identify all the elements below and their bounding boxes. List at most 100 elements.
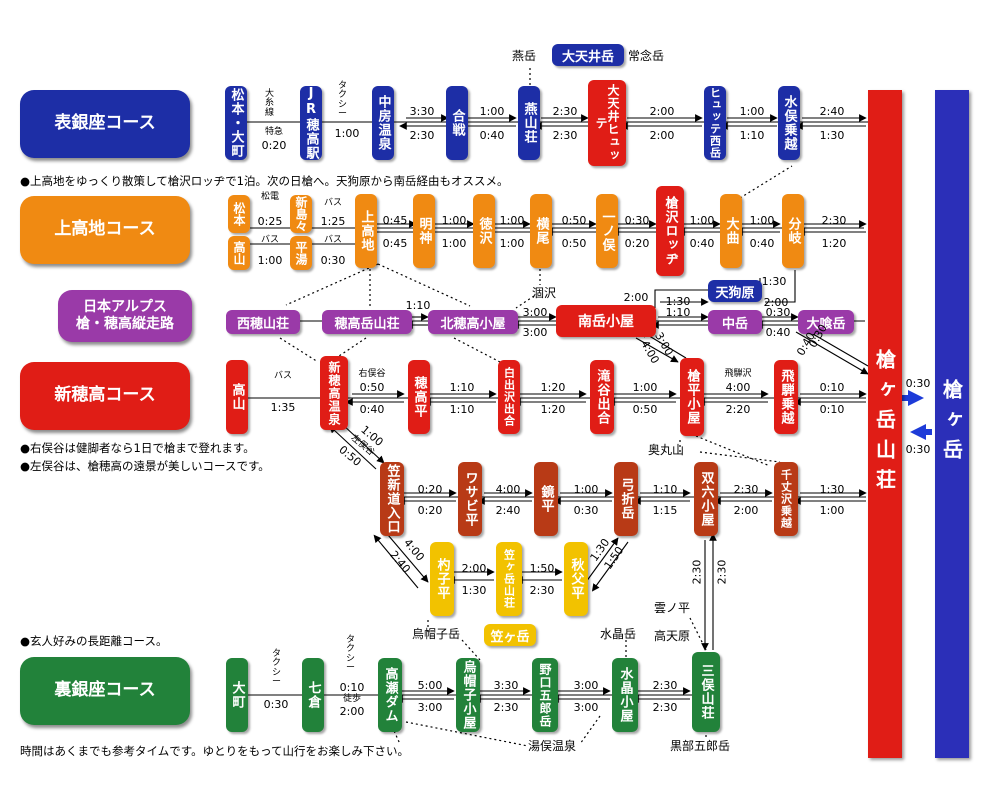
station-k-tokusawa[interactable]: 徳沢 <box>473 194 495 268</box>
time-k7a: 0:30 <box>624 214 650 227</box>
station-u-suisho-hut[interactable]: 水晶小屋 <box>612 658 638 732</box>
time-o3a: 3:30 <box>409 105 435 118</box>
station-k-yarisawa-lodge[interactable]: 槍沢ロッヂ <box>656 186 684 276</box>
station-u-takase-dam[interactable]: 高瀬ダム <box>378 658 402 732</box>
station-r-wasabidaira[interactable]: ワサビ平 <box>458 462 482 536</box>
time-r5a: 2:30 <box>733 483 759 496</box>
yarigatake-sanso-bar[interactable]: 槍ヶ岳山荘 <box>868 90 902 758</box>
station-r-shakushidaira[interactable]: 杓子平 <box>430 542 454 616</box>
station-r-kagamidaira[interactable]: 鏡平 <box>534 462 558 536</box>
course-alps-traverse[interactable]: 日本アルプス 槍・穂高縦走路 <box>58 290 192 342</box>
station-r-sugoroku-hut[interactable]: 双六小屋 <box>694 462 718 536</box>
time-o4b: 0:40 <box>479 129 505 142</box>
station-s-hotakadaira[interactable]: 穂高平 <box>408 360 430 434</box>
station-s-yaridaira-hut[interactable]: 槍平小屋 <box>680 358 704 436</box>
time-k2b: 0:30 <box>320 254 346 267</box>
course-shinhotaka[interactable]: 新穂高コース <box>20 362 190 430</box>
time-o8b: 1:30 <box>819 129 845 142</box>
time-k1b: 1:25 <box>320 215 346 228</box>
station-k-takayama[interactable]: 高山 <box>228 236 250 270</box>
time-r5b: 2:00 <box>733 504 759 517</box>
station-daitenjo-hutte[interactable]: 大天井ヒュッテ <box>588 80 626 166</box>
label-tsubakuro-peak: 燕岳 <box>512 49 537 63</box>
station-matsumoto-omachi[interactable]: 松本・大町 <box>225 86 247 160</box>
time-t3b: 1:10 <box>665 306 691 319</box>
label-jonen-peak: 常念岳 <box>628 49 665 63</box>
station-mizumata-norikoshi[interactable]: 水俣乗越 <box>778 86 800 160</box>
station-s-shinhotaka-onsen[interactable]: 新穂高温泉 <box>320 356 348 430</box>
station-nakadake[interactable]: 中岳 <box>708 310 762 334</box>
time-k4a: 1:00 <box>441 214 467 227</box>
station-kitahotaka-hut[interactable]: 北穂高小屋 <box>428 310 518 334</box>
time-a1a: 1:10 <box>405 299 431 312</box>
station-u-mitsumata-sanso[interactable]: 三俣山荘 <box>692 652 720 732</box>
time-r6a: 1:30 <box>819 483 845 496</box>
course-ura-ginza[interactable]: 裏銀座コース <box>20 657 190 725</box>
station-k-matsumoto[interactable]: 松本 <box>228 195 250 233</box>
time-a5a: 0:30 <box>765 306 791 319</box>
station-tenguhara[interactable]: 天狗原 <box>708 280 762 302</box>
label-migimata: 右俣谷 <box>358 369 386 379</box>
time-r2b: 2:40 <box>495 504 521 517</box>
time-o7a: 1:00 <box>739 105 765 118</box>
station-r-akiyodaira[interactable]: 秋父平 <box>564 542 588 616</box>
time-k6a: 0:50 <box>561 214 587 227</box>
time-k6b: 0:50 <box>561 237 587 250</box>
station-nakabusa-onsen[interactable]: 中房温泉 <box>372 86 394 160</box>
station-k-yokoo[interactable]: 横尾 <box>530 194 552 268</box>
station-r-kasagatake-peak[interactable]: 笠ヶ岳 <box>484 624 536 646</box>
station-k-omagari[interactable]: 大曲 <box>720 194 742 268</box>
station-daitenjo-peak[interactable]: 大天井岳 <box>552 44 624 66</box>
station-u-noguchi-goro[interactable]: 野口五郎岳 <box>532 658 558 732</box>
time-o7b: 1:10 <box>739 129 765 142</box>
time-k5b: 1:00 <box>499 237 525 250</box>
time-s5a: 1:00 <box>632 381 658 394</box>
station-k-hirayu[interactable]: 平湯 <box>290 236 312 270</box>
station-nishihotaka-sanso[interactable]: 西穂山荘 <box>226 310 300 334</box>
station-s-takayama[interactable]: 高山 <box>226 360 248 434</box>
time-k3b: 0:45 <box>382 237 408 250</box>
time-s5b: 0:50 <box>632 403 658 416</box>
time-s3b: 1:10 <box>449 403 475 416</box>
station-s-takidani[interactable]: 滝谷出合 <box>590 360 614 434</box>
time-o5a: 2:30 <box>552 105 578 118</box>
station-u-eboshi-hut[interactable]: 烏帽子小屋 <box>456 658 480 732</box>
time-u5b: 3:00 <box>573 701 599 714</box>
station-k-wakare[interactable]: 分岐 <box>782 194 804 268</box>
time-u3a: 5:00 <box>417 679 443 692</box>
station-jr-hotaka[interactable]: JR穂高駅 <box>300 86 322 160</box>
station-k-shimashima[interactable]: 新島々 <box>290 195 312 233</box>
course-omote-ginza[interactable]: 表銀座コース <box>20 90 190 158</box>
time-k10b: 1:20 <box>821 237 847 250</box>
time-u1: 0:30 <box>263 698 289 711</box>
station-minamidake-hut[interactable]: 南岳小屋 <box>556 305 656 337</box>
label-bus-s: バス <box>273 371 293 381</box>
station-r-yumiori[interactable]: 弓折岳 <box>614 462 638 536</box>
station-s-shiradashi[interactable]: 白出沢出合 <box>498 360 520 434</box>
station-u-omachi[interactable]: 大町 <box>226 658 248 732</box>
time-k5a: 1:00 <box>499 214 525 227</box>
yarigatake-bar[interactable]: 槍ヶ岳 <box>935 90 969 758</box>
station-hutte-nishitake[interactable]: ヒュッテ西岳 <box>704 86 726 160</box>
station-k-myojin[interactable]: 明神 <box>413 194 435 268</box>
time-yari-a: 0:30 <box>905 377 931 390</box>
course-kamikochi[interactable]: 上高地コース <box>20 196 190 264</box>
label-tokkyu: 特急 <box>264 127 284 137</box>
station-s-hida-norikoshi[interactable]: 飛騨乗越 <box>774 360 798 434</box>
station-r-kasagatake-sanso[interactable]: 笠ヶ岳山荘 <box>496 542 522 616</box>
station-gassen[interactable]: 合戦 <box>446 86 468 160</box>
station-k-ichinomata[interactable]: 一ノ俣 <box>596 194 618 268</box>
station-k-kamikochi[interactable]: 上高地 <box>355 194 377 268</box>
station-tsubakuro-sanso[interactable]: 燕山荘 <box>518 86 540 160</box>
station-r-senjosawa[interactable]: 千丈沢乗越 <box>774 462 798 536</box>
station-hotakadake-sanso[interactable]: 穂高岳山荘 <box>322 310 412 334</box>
label-yumata-onsen: 湯俣温泉 <box>528 739 577 753</box>
station-odakiretto[interactable]: 大喰岳 <box>798 310 854 334</box>
station-u-nanakura[interactable]: 七倉 <box>302 658 324 732</box>
label-bus-k2: バス <box>323 198 343 208</box>
time-s2b: 0:40 <box>359 403 385 416</box>
station-r-kasashindo[interactable]: 笠新道入口 <box>380 462 404 536</box>
time-k8a: 1:00 <box>689 214 715 227</box>
label-hidasawa: 飛騨沢 <box>724 369 752 379</box>
label-matsuden: 松電 <box>260 192 280 202</box>
